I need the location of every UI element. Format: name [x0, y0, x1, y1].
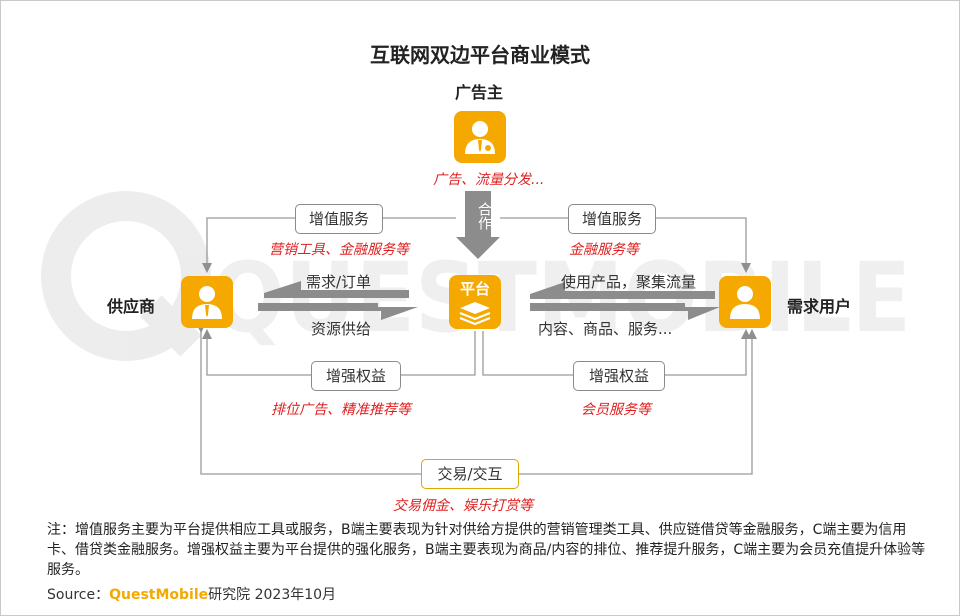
user-value-added-badge: 增值服务 — [568, 204, 656, 234]
user-rights-badge: 增强权益 — [573, 361, 665, 391]
transaction-badge: 交易/交互 — [421, 459, 519, 489]
user-in-label: 使用产品，聚集流量 — [561, 273, 697, 291]
supplier-rights-badge: 增强权益 — [311, 361, 401, 391]
source-prefix: Source： — [47, 587, 110, 603]
source-suffix: 研究院 2023年10月 — [208, 587, 337, 603]
supplier-label: 供应商 — [107, 297, 156, 316]
user-label: 需求用户 — [787, 297, 852, 316]
supplier-value-added-note: 营销工具、金融服务等 — [269, 242, 409, 258]
user-person-icon — [730, 286, 760, 319]
advertiser-tile — [454, 111, 506, 163]
advertiser-note: 广告、流量分发... — [433, 172, 545, 188]
transaction-note: 交易佣金、娱乐打赏等 — [393, 498, 533, 514]
layers-icon — [459, 302, 491, 326]
page-title: 互联网双边平台商业模式 — [370, 43, 590, 67]
flow-arrow-to-user — [530, 303, 720, 320]
source-brand: QuestMobile — [109, 587, 209, 603]
supplier-person-icon — [192, 286, 222, 319]
cooperation-label: 合作 — [476, 202, 492, 230]
supplier-rights-note: 排位广告、精准推荐等 — [271, 402, 411, 418]
source-line: Source：QuestMobile研究院 2023年10月 — [47, 584, 336, 604]
supplier-out-label: 资源供给 — [311, 320, 372, 338]
user-tile — [719, 276, 771, 328]
user-value-added-note: 金融服务等 — [569, 242, 639, 258]
user-out-label: 内容、商品、服务... — [538, 320, 673, 338]
platform-label: 平台 — [459, 280, 490, 298]
platform-tile: 平台 — [449, 275, 501, 329]
user-rights-note: 会员服务等 — [581, 402, 651, 418]
footnote: 注：增值服务主要为平台提供相应工具或服务，B端主要表现为针对供给方提供的营销管理… — [47, 522, 926, 578]
cooperation-arrow — [456, 191, 500, 259]
advertiser-label: 广告主 — [454, 83, 503, 102]
supplier-in-label: 需求/订单 — [306, 273, 372, 291]
flow-arrow-to-platform-right — [530, 282, 715, 299]
supplier-value-added-badge: 增值服务 — [295, 204, 383, 234]
flow-arrow-to-supplier — [264, 281, 409, 298]
supplier-tile — [181, 276, 233, 328]
advertiser-person-icon — [465, 121, 495, 154]
flow-arrow-to-platform-left — [258, 303, 418, 320]
